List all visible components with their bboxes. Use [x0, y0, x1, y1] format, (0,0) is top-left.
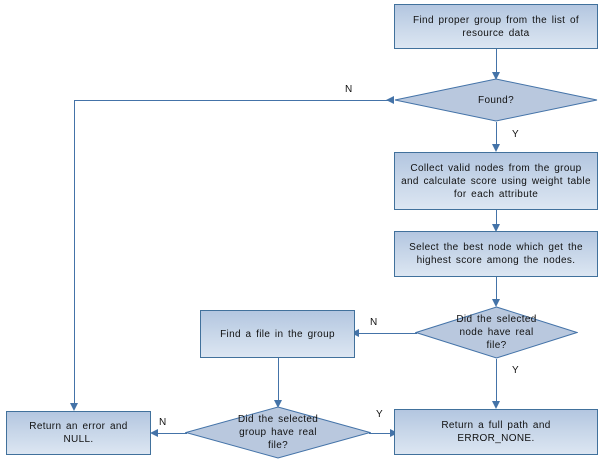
- connector-collect-to-select: [496, 210, 497, 226]
- connector-findfile-to-groupfile: [278, 358, 279, 402]
- node-return-full-path-label: Return a full path and ERROR_NONE.: [441, 420, 551, 444]
- node-found-decision[interactable]: Found?: [394, 78, 598, 122]
- connector-found-no-horizontal: [74, 100, 394, 101]
- node-find-proper-group-label: Find proper group from the list of resou…: [413, 14, 579, 39]
- edge-label-node-file-no: N: [370, 317, 378, 328]
- node-collect-valid-nodes-label: Collect valid nodes from the group and c…: [401, 162, 591, 200]
- connector-found-yes: [496, 122, 497, 146]
- edge-label-node-file-yes: Y: [512, 365, 519, 376]
- arrowhead-findgroup-to-found: [492, 72, 500, 80]
- node-selected-group-real-file-decision[interactable]: Did the selected group have real file?: [185, 406, 371, 459]
- node-select-best-node[interactable]: Select the best node which get the highe…: [394, 231, 598, 277]
- connector-findgroup-to-found: [496, 49, 497, 74]
- arrowhead-found-no: [386, 96, 394, 104]
- edge-label-found-yes: Y: [512, 129, 519, 140]
- node-selected-node-real-file-decision[interactable]: Did the selected node have real file?: [415, 306, 578, 359]
- diamond-shape: [415, 306, 578, 359]
- connector-groupfile-yes: [369, 433, 394, 434]
- arrowhead-groupfile-no: [150, 429, 158, 437]
- arrowhead-nodefile-yes: [492, 401, 500, 409]
- node-return-error-label: Return an error and NULL.: [29, 421, 128, 445]
- node-select-best-node-label: Select the best node which get the highe…: [409, 242, 583, 266]
- edge-label-group-file-no: N: [159, 417, 167, 428]
- node-find-file-in-group-label: Find a file in the group: [220, 328, 335, 340]
- node-return-error[interactable]: Return an error and NULL.: [6, 411, 151, 455]
- connector-nodefile-no: [355, 333, 417, 334]
- edge-label-found-no: N: [345, 84, 353, 95]
- arrowhead-select-to-nodefile: [492, 299, 500, 307]
- node-collect-valid-nodes[interactable]: Collect valid nodes from the group and c…: [394, 152, 598, 210]
- connector-groupfile-no: [154, 433, 187, 434]
- arrowhead-found-yes: [492, 144, 500, 152]
- arrowhead-findfile-to-groupfile: [274, 400, 282, 408]
- node-find-proper-group[interactable]: Find proper group from the list of resou…: [394, 4, 598, 49]
- arrowhead-found-no-to-return-error: [70, 403, 78, 411]
- connector-found-no-vertical: [74, 100, 75, 405]
- arrowhead-nodefile-no: [351, 329, 359, 337]
- node-find-file-in-group[interactable]: Find a file in the group: [200, 310, 355, 358]
- connector-nodefile-yes: [496, 359, 497, 403]
- arrowhead-collect-to-select: [492, 224, 500, 232]
- node-return-full-path[interactable]: Return a full path and ERROR_NONE.: [394, 409, 598, 455]
- connector-select-to-nodefile: [496, 277, 497, 301]
- edge-label-group-file-yes: Y: [376, 409, 383, 420]
- diamond-shape: [185, 406, 371, 459]
- diamond-shape: [394, 78, 598, 122]
